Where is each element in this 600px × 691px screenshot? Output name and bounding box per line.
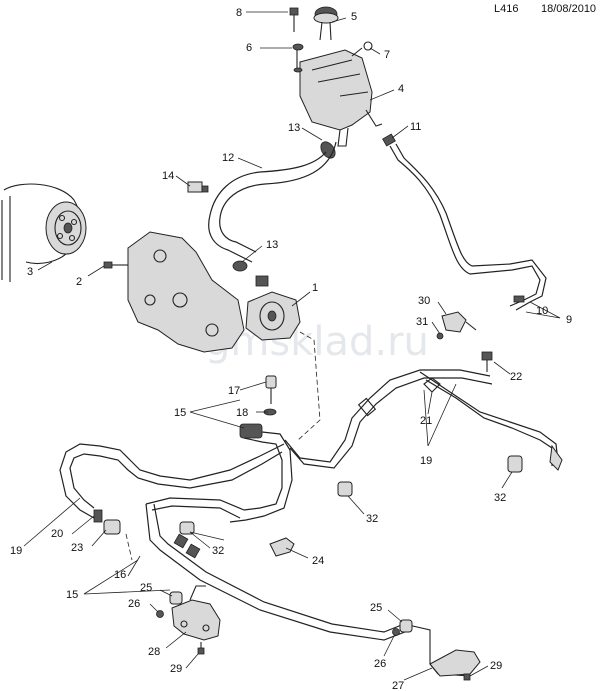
callout-17: 17 (228, 385, 240, 397)
callout-32b: 32 (366, 513, 378, 525)
return-line-10 (389, 143, 547, 311)
callout-16: 16 (114, 569, 126, 581)
callout-10: 10 (536, 305, 548, 317)
callout-13b: 13 (266, 239, 278, 251)
clip-31 (436, 332, 444, 340)
callout-32c: 32 (212, 545, 224, 557)
callout-3: 3 (27, 266, 33, 278)
leader-lines (23, 11, 561, 681)
callout-24: 24 (312, 555, 324, 567)
callout-23: 23 (71, 542, 83, 554)
callout-27: 27 (392, 680, 404, 691)
bracket-7 (351, 41, 373, 57)
lower-tube (145, 497, 411, 641)
clamp-32-left (179, 521, 195, 535)
clamp-32-center (337, 481, 353, 497)
callout-26a: 26 (128, 598, 140, 610)
callout-25b: 25 (370, 602, 382, 614)
clamp-11 (382, 133, 396, 147)
callout-15b: 15 (66, 589, 78, 601)
callout-19a: 19 (10, 545, 22, 557)
callout-32a: 32 (494, 492, 506, 504)
callout-26b: 26 (374, 658, 386, 670)
bolt-22 (481, 351, 493, 372)
bracket-27 (403, 623, 481, 677)
bolt-8 (289, 7, 299, 32)
pump-1 (245, 275, 301, 341)
callout-29b: 29 (490, 660, 502, 672)
callout-31: 31 (416, 316, 428, 328)
callouts: 1 2 3 4 5 6 7 8 9 10 11 12 13 13 14 15 1… (10, 7, 572, 691)
diagram-code: L416 (494, 3, 519, 15)
callout-11: 11 (410, 121, 421, 133)
pump-bracket (127, 231, 245, 353)
callout-2: 2 (76, 276, 82, 288)
callout-6: 6 (246, 42, 252, 54)
nut-26-right (392, 628, 400, 636)
insulator-25-left (169, 591, 183, 605)
bracket-28 (171, 585, 221, 641)
callout-15a: 15 (174, 407, 186, 419)
callout-8: 8 (236, 7, 242, 19)
callout-1: 1 (312, 282, 318, 294)
reservoir (299, 49, 383, 147)
reservoir-cap (313, 6, 339, 41)
clamp-32-right (507, 455, 523, 473)
callout-21: 21 (420, 415, 432, 427)
callout-9: 9 (566, 314, 572, 326)
clip-21 (423, 377, 441, 393)
alignment-dash-pump (297, 331, 321, 441)
callout-25a: 25 (140, 582, 152, 594)
diagram-date: 18/08/2010 (541, 3, 597, 15)
callout-13a: 13 (288, 122, 300, 134)
callout-18: 18 (236, 407, 248, 419)
callout-29a: 29 (170, 663, 182, 675)
callout-5: 5 (351, 11, 357, 23)
callout-22: 22 (510, 371, 522, 383)
clamp-13-lower (232, 260, 248, 272)
callout-20: 20 (51, 528, 63, 540)
pulley-3 (45, 201, 87, 255)
fitting-17 (265, 375, 277, 404)
callout-30: 30 (418, 295, 430, 307)
clip-24 (269, 537, 295, 557)
washer-6 (292, 43, 304, 73)
callout-7: 7 (384, 49, 390, 61)
feed-line-left (59, 443, 285, 519)
callout-4: 4 (398, 83, 404, 95)
insulator-23 (103, 519, 121, 535)
callout-19b: 19 (420, 455, 432, 467)
callout-12: 12 (222, 152, 234, 164)
callout-14: 14 (162, 170, 174, 182)
clip-30 (441, 311, 477, 333)
bolt-29-right (463, 673, 471, 681)
nut-26-left (156, 610, 164, 618)
bolt-2 (103, 261, 128, 269)
alignment-dash-left (125, 533, 133, 561)
callout-28: 28 (148, 646, 160, 658)
clamp-14 (187, 181, 209, 193)
fitting-20 (93, 509, 103, 523)
pressure-line-19 (229, 369, 563, 523)
bolt-29-left (197, 642, 205, 655)
hose-12 (208, 141, 337, 263)
insulator-25-right (399, 619, 413, 633)
